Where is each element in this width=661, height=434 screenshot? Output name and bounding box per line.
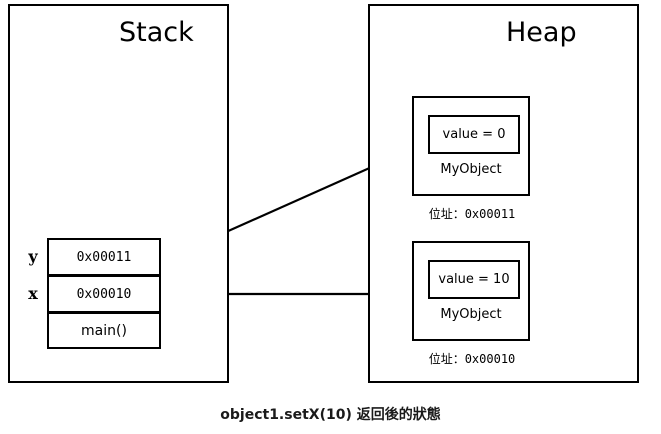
heap-object-2-address-label: 位址：0x00010	[428, 352, 516, 366]
heap-object-1: value = 0 MyObject	[412, 96, 530, 196]
heap-object-1-type-label: MyObject	[440, 162, 502, 177]
heap-object-2: value = 10 MyObject	[412, 241, 530, 341]
stack-region-title: Stack	[119, 17, 194, 48]
stack-cell-main: main()	[47, 312, 161, 349]
stack-cell-y: 0x00011	[47, 238, 161, 276]
heap-object-2-type-label: MyObject	[440, 307, 502, 322]
heap-object-1-address-label: 位址：0x00011	[428, 207, 516, 221]
diagram-caption: object1.setX(10) 返回後的狀態	[220, 407, 441, 423]
heap-object-2-value-box: value = 10	[428, 260, 520, 299]
stack-cell-x: 0x00010	[47, 275, 161, 313]
stack-var-label-y: y	[28, 247, 38, 266]
heap-region-title: Heap	[506, 17, 577, 48]
heap-object-1-value-box: value = 0	[428, 115, 520, 154]
stack-var-label-x: x	[28, 284, 38, 303]
